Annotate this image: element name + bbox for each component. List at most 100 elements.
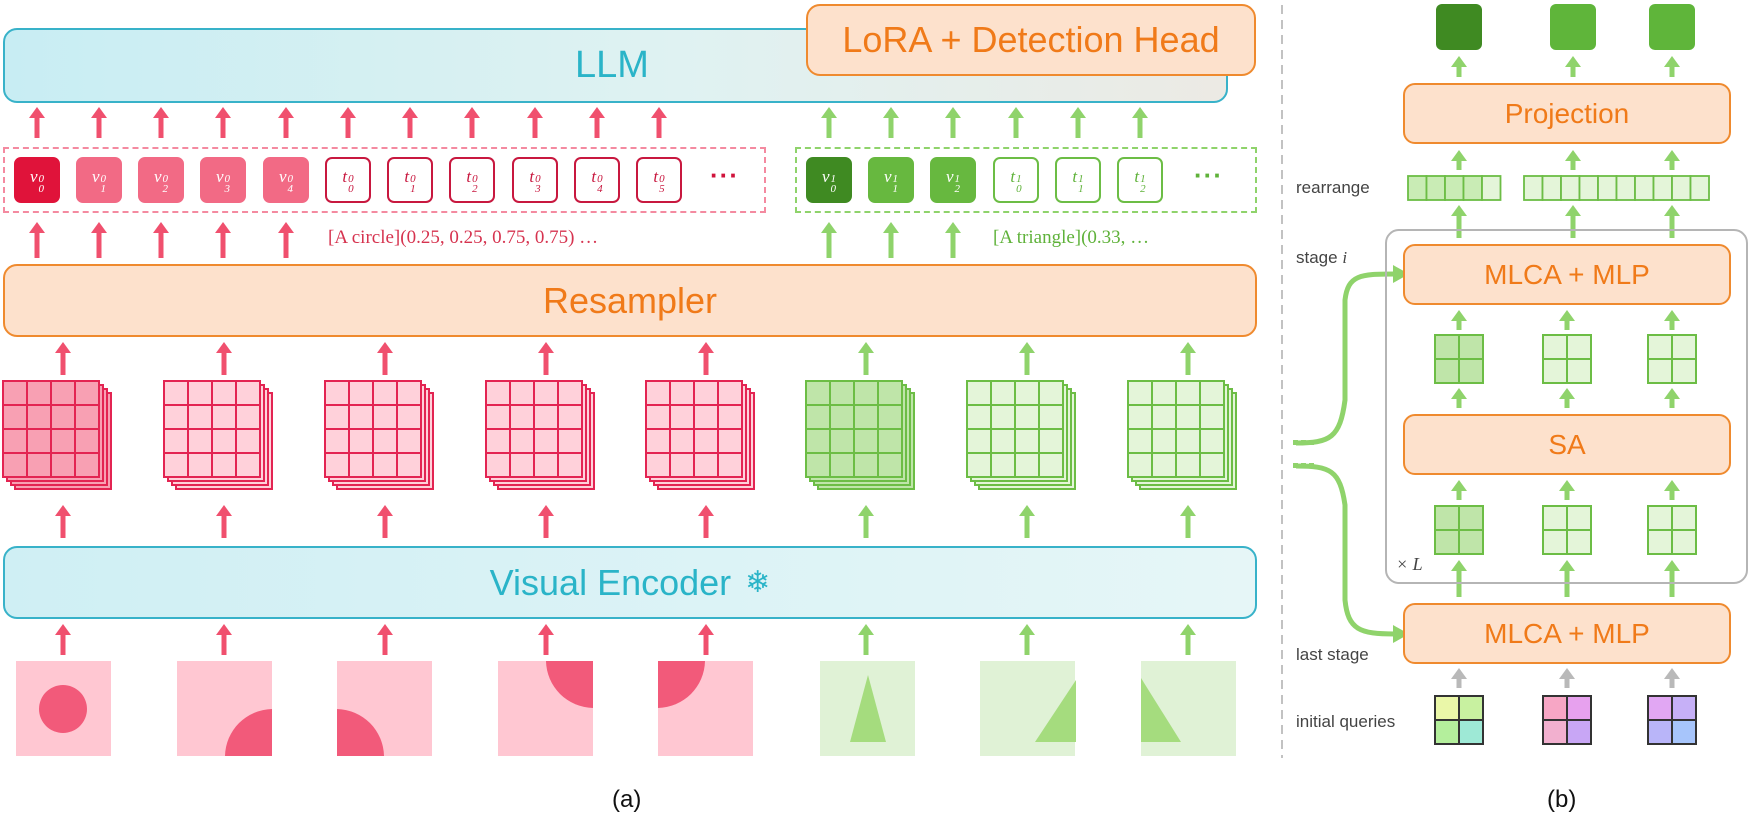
initial-query-cell	[1435, 696, 1459, 720]
red-ellipsis: ···	[710, 160, 739, 190]
initial-query-cell	[1459, 720, 1483, 744]
stage-to-rearrange-arrow-head	[1451, 205, 1467, 216]
output-query-square	[1649, 4, 1695, 50]
encoder-to-stack-arrow-head	[377, 505, 393, 516]
green-feature-stack	[805, 380, 915, 490]
lora-detection-head-label: LoRA + Detection Head	[842, 19, 1220, 60]
image-to-encoder-arrow-head	[55, 624, 71, 635]
token-subscript: 5	[659, 182, 665, 195]
image-to-encoder-arrow-head	[538, 624, 554, 635]
initial-query-cell	[1459, 696, 1483, 720]
projection-output-arrow-head	[1664, 56, 1680, 67]
token-subscript: 2	[954, 182, 961, 195]
dot	[1309, 463, 1314, 468]
rearranged-row-1	[1462, 175, 1483, 201]
lora-detection-head-box: LoRA + Detection Head	[806, 4, 1256, 76]
sa-box: SA	[1403, 414, 1731, 475]
encoder-to-stack-arrow-head	[1180, 505, 1196, 516]
output-query-square	[1436, 4, 1482, 50]
token-base: t	[466, 166, 472, 186]
resampler-to-token-arrow-head	[91, 222, 107, 233]
caption-b: (b)	[1547, 786, 1577, 813]
rearranged-row-2	[1689, 175, 1710, 201]
red-feature-stack	[324, 380, 434, 490]
image-to-encoder-arrow-head	[377, 624, 393, 635]
token-subscript: 0	[1016, 182, 1022, 195]
token-superscript: 0	[410, 172, 416, 185]
resampler-to-token-arrow-head	[945, 222, 961, 233]
rearrange-to-projection-arrow-head	[1664, 150, 1680, 161]
token-subscript: 0	[38, 182, 45, 195]
skip-connection-down-head	[1393, 625, 1409, 643]
skip-connection-up-head	[1393, 265, 1409, 283]
token-superscript: 1	[1078, 172, 1084, 185]
encoder-to-stack-arrow-head	[55, 505, 71, 516]
token-superscript: 0	[597, 172, 603, 185]
token-superscript: 0	[224, 172, 231, 185]
initial-query-arrow-head	[1451, 668, 1467, 679]
visual-encoder-label: Visual Encoder	[489, 561, 732, 603]
token-to-llm-arrow-head	[91, 107, 107, 118]
token-subscript: 4	[597, 182, 603, 195]
token-superscript: 0	[472, 172, 478, 185]
token-superscript: 0	[535, 172, 541, 185]
token-superscript: 1	[892, 172, 899, 185]
token-subscript: 2	[472, 182, 478, 195]
green-ellipsis: ···	[1194, 160, 1223, 190]
image-to-encoder-arrow-head	[858, 624, 874, 635]
resampler-to-token-arrow-head	[883, 222, 899, 233]
skip-connection-up	[1295, 271, 1396, 446]
rearrange-label: rearrange	[1296, 178, 1370, 197]
llm-label: LLM	[575, 44, 649, 86]
initial-query-cell	[1672, 720, 1696, 744]
resampler-box: Resampler	[3, 264, 1257, 337]
token-base: t	[1010, 166, 1016, 186]
stage-variable: i	[1342, 248, 1348, 267]
token-superscript: 1	[830, 172, 837, 185]
image-to-encoder-arrow-head	[698, 624, 714, 635]
token-base: t	[653, 166, 659, 186]
token-superscript: 0	[287, 172, 294, 185]
stack-to-resampler-arrow-head	[377, 342, 393, 353]
resampler-to-token-arrow-head	[821, 222, 837, 233]
token-to-llm-arrow-head	[464, 107, 480, 118]
rearranged-row-2	[1634, 175, 1655, 201]
token-base: v	[883, 166, 892, 186]
mlca-mlp-top-label: MLCA + MLP	[1484, 258, 1650, 290]
rearranged-row-2	[1652, 175, 1673, 201]
stack-to-resampler-arrow-head	[55, 342, 71, 353]
token-subscript: 3	[535, 182, 541, 195]
dot	[1293, 440, 1298, 445]
stack-to-resampler-arrow-head	[1180, 342, 1196, 353]
resampler-to-token-arrow-head	[215, 222, 231, 233]
token-base: t	[1072, 166, 1078, 186]
token-to-llm-arrow-head	[945, 107, 961, 118]
token-to-llm-arrow-head	[821, 107, 837, 118]
rearranged-row-1	[1407, 175, 1428, 201]
last-stage-label: last stage	[1296, 645, 1369, 664]
projection-output-arrow-head	[1565, 56, 1581, 67]
initial-query-arrow-head	[1559, 668, 1575, 679]
stack-to-resampler-arrow-head	[1019, 342, 1035, 353]
token-base: v	[29, 166, 38, 186]
output-query-square	[1550, 4, 1596, 50]
resampler-label: Resampler	[542, 279, 718, 321]
